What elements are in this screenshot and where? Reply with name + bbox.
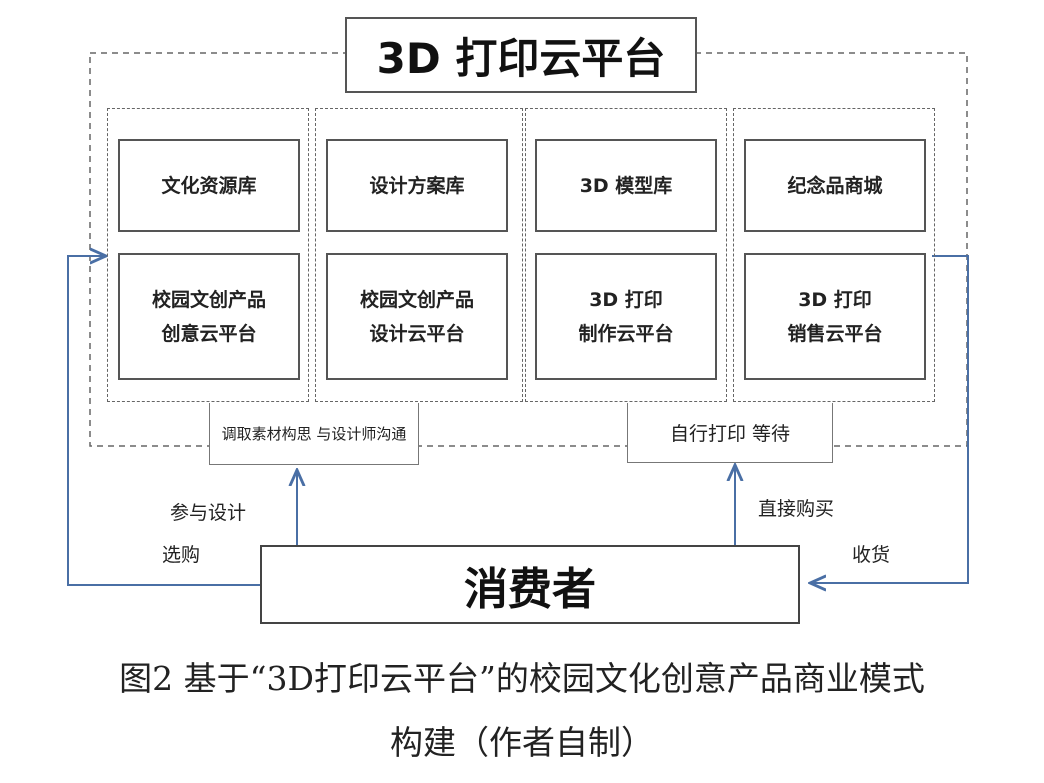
platform-title: 3D 打印云平台 xyxy=(345,17,697,93)
column-group-4 xyxy=(733,108,935,402)
receive-loop-arrow xyxy=(810,255,969,583)
participate-design-label: 参与设计 xyxy=(170,502,247,524)
culture-resource-library: 文化资源库 xyxy=(118,139,300,232)
design-cloud-line1: 校园文创产品 xyxy=(359,288,474,311)
column-group-2 xyxy=(315,108,523,402)
select-buy-label: 选购 xyxy=(162,544,201,566)
design-plan-library-label: 设计方案库 xyxy=(369,174,465,197)
design-cloud-platform: 校园文创产品 设计云平台 xyxy=(326,253,508,380)
creative-cloud-line2: 创意云平台 xyxy=(161,322,257,345)
right-process-box: 自行打印 等待 xyxy=(627,403,833,463)
consumer-box: 消费者 xyxy=(260,545,800,624)
right-process-label: 自行打印 等待 xyxy=(669,423,791,445)
column-group-3 xyxy=(525,108,727,402)
direct-buy-label: 直接购买 xyxy=(758,498,835,520)
left-process-label: 调取素材构思 与设计师沟通 xyxy=(221,425,407,443)
platform-title-text: 3D 打印云平台 xyxy=(376,33,666,83)
model-library-3d-label: 3D 模型库 xyxy=(579,174,673,197)
creative-cloud-platform: 校园文创产品 创意云平台 xyxy=(118,253,300,380)
souvenir-mall-label: 纪念品商城 xyxy=(787,174,883,197)
select-buy-loop-arrow xyxy=(67,256,260,586)
print-sales-cloud-platform: 3D 打印 销售云平台 xyxy=(744,253,926,380)
receive-label: 收货 xyxy=(852,544,891,566)
souvenir-mall: 纪念品商城 xyxy=(744,139,926,232)
culture-resource-library-label: 文化资源库 xyxy=(161,174,257,197)
column-group-1 xyxy=(107,108,309,402)
figure-caption-line2: 构建（作者自制） xyxy=(390,723,654,762)
print-production-line2: 制作云平台 xyxy=(578,322,674,345)
design-plan-library: 设计方案库 xyxy=(326,139,508,232)
design-cloud-line2: 设计云平台 xyxy=(369,322,465,345)
model-library-3d: 3D 模型库 xyxy=(535,139,717,232)
print-sales-line1: 3D 打印 xyxy=(798,288,872,311)
figure-caption-line1: 图2 基于“3D打印云平台”的校园文化创意产品商业模式 xyxy=(119,659,925,698)
consumer-label: 消费者 xyxy=(464,563,596,615)
print-production-cloud-platform: 3D 打印 制作云平台 xyxy=(535,253,717,380)
creative-cloud-line1: 校园文创产品 xyxy=(151,288,266,311)
left-process-box: 调取素材构思 与设计师沟通 xyxy=(209,403,419,465)
print-sales-line2: 销售云平台 xyxy=(787,322,883,345)
print-production-line1: 3D 打印 xyxy=(589,288,663,311)
